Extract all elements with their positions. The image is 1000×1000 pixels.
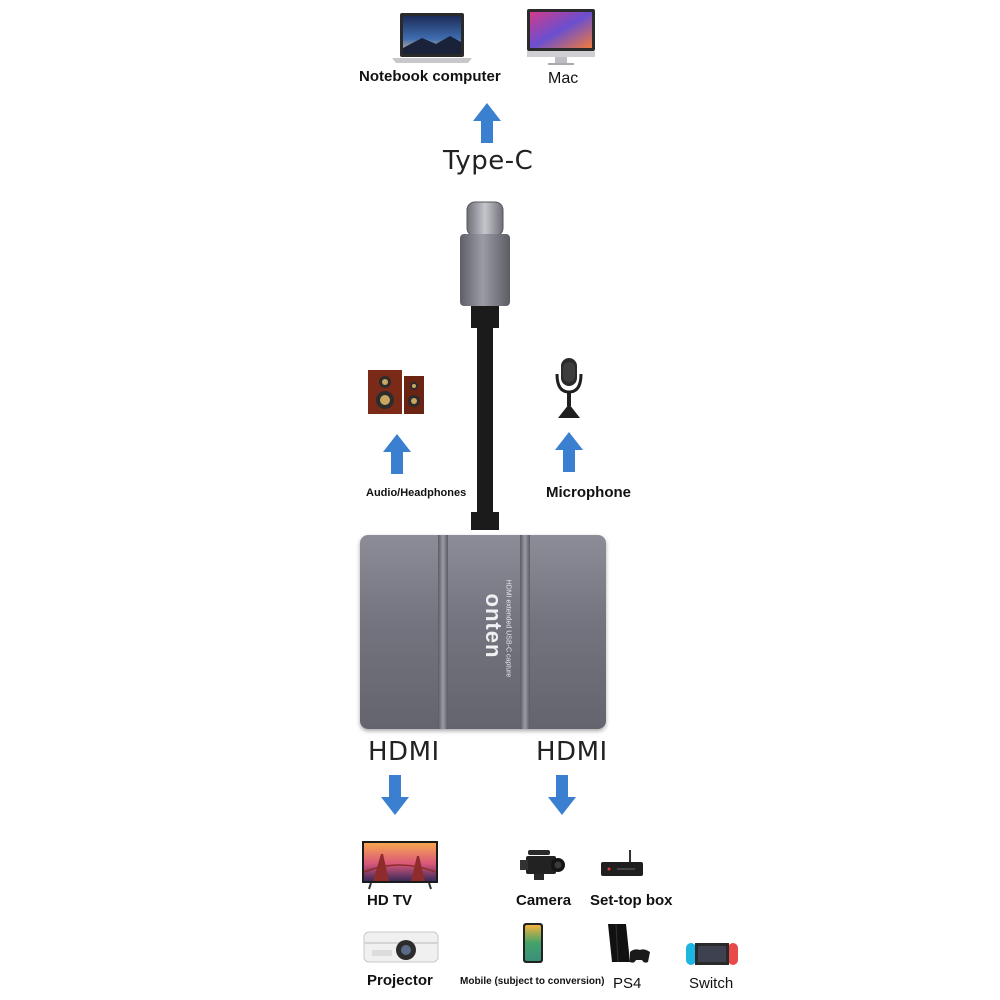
device-subtitle: HDMI extended USB-C capture [504,579,512,678]
switch-label: Switch [689,975,734,992]
tv-icon [361,840,439,890]
arrow-down-icon [381,775,409,815]
projector-label: Projector [367,972,433,989]
laptop-icon [392,12,472,64]
mobile-label: Mobile (subject to conversion) [460,976,605,987]
mac-label: Mac [548,70,579,87]
brand-logo: onten [481,593,506,659]
camera-icon [520,846,566,882]
arrow-up-icon [383,434,411,474]
ps4-label: PS4 [613,975,642,992]
microphone-label: Microphone [546,484,631,501]
hd-tv-label: HD TV [367,892,412,909]
arrow-up-icon [473,103,501,143]
capture-hub [360,535,606,729]
switch-icon [686,942,738,966]
camera-label: Camera [516,892,572,909]
microphone-icon [552,356,586,420]
hdmi-left-label: HDMI [368,737,440,767]
projector-icon [362,928,440,966]
notebook-computer-label: Notebook computer [359,68,501,85]
arrow-down-icon [548,775,576,815]
mobile-icon [522,922,544,964]
ps4-icon [604,922,652,966]
hdmi-right-label: HDMI [536,737,608,767]
set-top-box-icon [599,850,645,878]
arrow-up-icon [555,432,583,472]
set-top-box-label: Set-top box [590,892,673,909]
speakers-icon [367,368,425,416]
type-c-label: Type-C [443,146,534,176]
audio-headphones-label: Audio/Headphones [366,487,467,499]
imac-icon [526,8,596,66]
type-c-plug [460,200,510,532]
